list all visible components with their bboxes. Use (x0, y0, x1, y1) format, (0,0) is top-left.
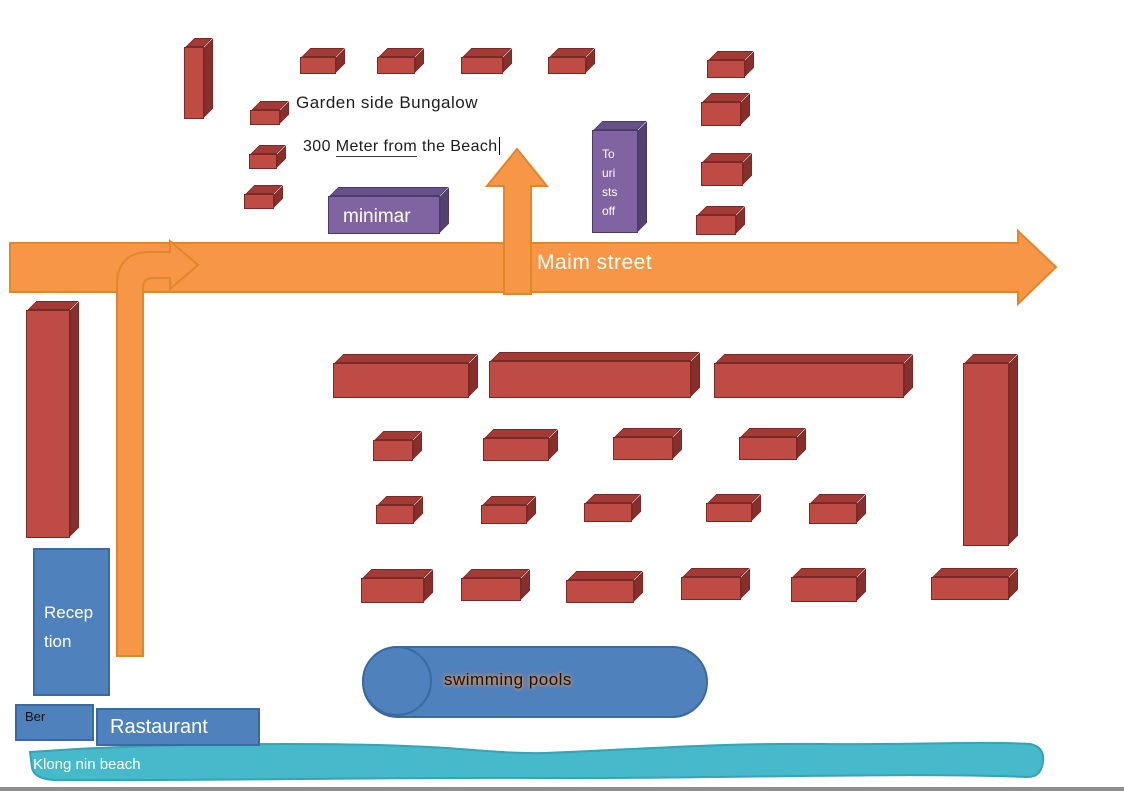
bungalow-box (566, 580, 634, 603)
subtitle-rest: the Beach (417, 138, 498, 155)
bungalow-box (613, 437, 673, 460)
bungalow-box (244, 194, 274, 209)
up-arrow (484, 147, 550, 295)
bungalow-box (461, 578, 521, 601)
reception-label: Recep tion (44, 603, 94, 651)
bungalow-box (249, 154, 277, 169)
text-cursor (498, 137, 501, 155)
bungalow-box (361, 578, 424, 603)
bungalow-box (548, 57, 586, 74)
beach-shape (28, 741, 1045, 782)
bungalow-box (489, 361, 691, 398)
restaurant-label: Rastaurant (110, 716, 208, 738)
bungalow-box (373, 440, 413, 461)
bungalow-box (461, 57, 503, 74)
bungalow-box (250, 110, 280, 125)
bar-box: Ber (15, 704, 94, 741)
bungalow-box (481, 505, 527, 524)
bungalow-box (584, 503, 632, 522)
bungalow-box (376, 505, 414, 524)
bottom-border (0, 787, 1124, 791)
bungalow-box (739, 437, 797, 460)
street-label: Maim street (537, 251, 653, 274)
subtitle-underlined: Meter from (335, 138, 418, 157)
bungalow-box (26, 310, 70, 538)
bungalow-box (483, 438, 549, 461)
reception-box: Recep tion (33, 548, 110, 696)
bungalow-box (714, 363, 904, 398)
bungalow-box (300, 57, 336, 74)
bungalow-box (707, 60, 745, 78)
bent-arrow (116, 238, 200, 657)
pool-label: swimming pools (444, 670, 572, 689)
tourist-office-box: To uri sts off (592, 130, 638, 233)
subtitle-text[interactable]: 300 Meter from the Beach (303, 137, 501, 157)
minimart-label: minimar (343, 206, 411, 227)
bungalow-box (681, 577, 741, 600)
bungalow-box (333, 363, 469, 398)
bungalow-box (184, 47, 204, 119)
pool-circle-icon (362, 646, 432, 716)
bungalow-box (791, 577, 857, 602)
restaurant-box: Rastaurant (96, 708, 260, 746)
main-street-arrow (9, 228, 1058, 307)
bungalow-box (696, 215, 736, 235)
beach-label: Klong nin beach (33, 756, 141, 773)
bungalow-box (701, 162, 743, 186)
bungalow-box (963, 363, 1009, 546)
subtitle-prefix: 300 (303, 138, 336, 155)
title-text: Garden side Bungalow (296, 93, 479, 112)
bungalow-box (931, 577, 1009, 600)
bungalow-box (706, 503, 752, 522)
bungalow-box (377, 57, 415, 74)
bar-label: Ber (25, 709, 46, 724)
tourist-office-label: To uri sts off (602, 147, 618, 218)
bungalow-box (701, 102, 741, 126)
minimart-box: minimar (328, 196, 440, 234)
bungalow-box (809, 503, 857, 524)
swimming-pool: swimming pools (362, 646, 708, 718)
